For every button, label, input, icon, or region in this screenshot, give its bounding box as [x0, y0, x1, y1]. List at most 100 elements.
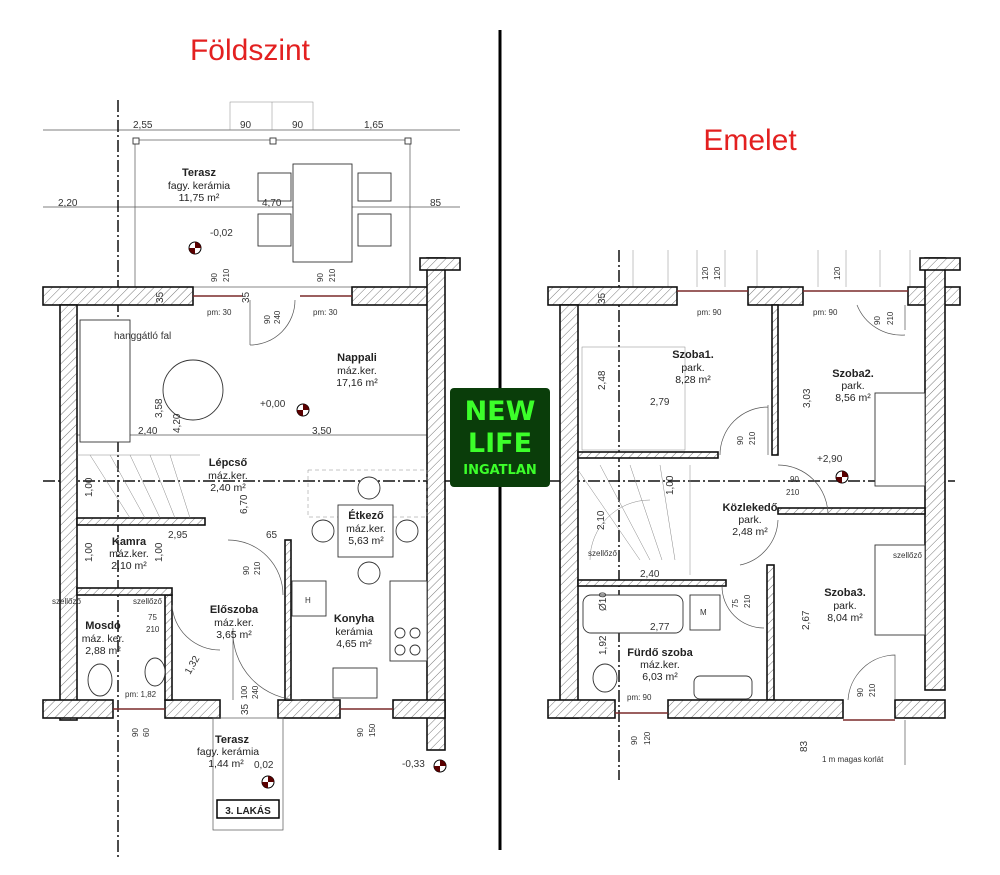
table [292, 163, 353, 263]
upper-floor-plan: M Szoba1. park. 8,28 m² Szoba2. park. 8,… [547, 250, 961, 780]
dimension: 2,95 [168, 530, 188, 541]
toilet [87, 663, 113, 697]
level-marker-icon [261, 775, 275, 789]
dimension: 90 [210, 273, 219, 282]
dimension: 210 [748, 431, 757, 445]
dimension: 100 [240, 685, 249, 699]
svg-text:LIFE: LIFE [468, 428, 532, 459]
level-label: 0,02 [254, 760, 274, 771]
dimension: 35 [597, 292, 608, 304]
svg-text:Szoba2.: Szoba2. [832, 368, 874, 380]
svg-text:Szoba3.: Szoba3. [824, 587, 866, 599]
dimension: 75 [731, 599, 740, 608]
note: pm: 90 [813, 308, 838, 317]
bathtub [582, 594, 684, 634]
dimension: 210 [786, 488, 800, 497]
dimension: 210 [253, 561, 262, 575]
note: hanggátló fal [114, 331, 171, 342]
dimension: 90 [240, 120, 252, 131]
fridge [291, 580, 327, 617]
dimension: 210 [328, 268, 337, 282]
dimension: 4,20 [172, 413, 183, 433]
dimension: 1,00 [665, 475, 676, 495]
dimension: 90 [242, 566, 251, 575]
dimension: 1,00 [84, 542, 95, 562]
note: pm: 90 [697, 308, 722, 317]
svg-text:Fürdő szoba: Fürdő szoba [627, 647, 693, 659]
dimension: 90 [356, 728, 365, 737]
terrace-outline [134, 139, 411, 288]
svg-text:fagy. kerámia: fagy. kerámia [168, 180, 230, 192]
dimension: 2,67 [801, 610, 812, 630]
room-label-terrace: Terasz fagy. kerámia 11,75 m² [168, 167, 230, 204]
svg-text:8,04 m²: 8,04 m² [827, 612, 863, 624]
chair [357, 172, 392, 202]
level-marker-icon [296, 403, 310, 417]
dimension: 35 [240, 703, 251, 715]
room-label-room3: Szoba3. park. 8,04 m² [824, 587, 866, 624]
dimension: 2,20 [58, 198, 78, 209]
dimension: 90 [856, 688, 865, 697]
level-label: +2,90 [817, 454, 843, 465]
svg-text:6,03 m²: 6,03 m² [642, 671, 678, 683]
svg-text:8,56 m²: 8,56 m² [835, 392, 871, 404]
ground-floor-plan: H 3. LAKÁS Terasz fagy. kerámia 11,75 m²… [42, 100, 955, 860]
dimension: 75 [148, 613, 157, 622]
svg-text:H: H [305, 596, 311, 605]
dimension: 1,00 [84, 477, 95, 497]
svg-text:Nappali: Nappali [337, 352, 377, 364]
apartment-label-box [216, 799, 280, 819]
dimension: 1,00 [154, 542, 165, 562]
dimension: 6,70 [239, 494, 250, 514]
svg-text:2,48 m²: 2,48 m² [732, 526, 768, 538]
room-label-room2: Szoba2. park. 8,56 m² [832, 368, 874, 404]
svg-text:máz.ker.: máz.ker. [109, 548, 149, 560]
dimension: 240 [251, 685, 260, 699]
dimension: 210 [886, 311, 895, 325]
room-label-living-room: Nappali máz.ker. 17,16 m² [336, 352, 378, 389]
sofa [79, 319, 131, 443]
sink [332, 667, 378, 699]
svg-text:Mosdó: Mosdó [85, 620, 121, 632]
svg-text:Előszoba: Előszoba [210, 604, 259, 616]
note: szellőző [893, 551, 922, 560]
svg-text:máz. ker.: máz. ker. [82, 633, 125, 645]
level-label: +0,00 [260, 399, 286, 410]
svg-text:M: M [700, 608, 707, 617]
svg-text:park.: park. [833, 600, 856, 612]
svg-text:8,28 m²: 8,28 m² [675, 374, 711, 386]
note: szellőző [588, 549, 617, 558]
double-sink [693, 675, 753, 700]
dimension: 85 [430, 198, 442, 209]
round-rug [162, 359, 224, 421]
room-label-hall: Előszoba máz.ker. 3,65 m² [210, 604, 259, 641]
chair [257, 172, 292, 202]
svg-text:3,65 m²: 3,65 m² [216, 629, 252, 641]
svg-text:Terasz: Terasz [182, 167, 217, 179]
svg-text:Lépcső: Lépcső [209, 457, 248, 469]
dimension: 90 [263, 315, 272, 324]
dimension: 2,48 [597, 370, 608, 390]
note: pm: 30 [313, 308, 338, 317]
svg-text:máz.ker.: máz.ker. [337, 365, 377, 377]
svg-text:1,44 m²: 1,44 m² [208, 758, 244, 770]
room-label-bathroom: Fürdő szoba máz.ker. 6,03 m² [627, 647, 693, 683]
svg-text:11,75 m²: 11,75 m² [179, 192, 220, 204]
ground-floor-title: Földszint [190, 34, 311, 67]
room-label-stairs: Lépcső máz.ker. 2,40 m² [208, 457, 248, 494]
svg-text:Közlekedő: Közlekedő [722, 502, 777, 514]
note: pm: 1,82 [125, 690, 157, 699]
bed [874, 544, 926, 636]
room-label-room1: Szoba1. park. 8,28 m² [672, 349, 714, 386]
dimension: 120 [713, 266, 722, 280]
note: szellőző [52, 597, 81, 606]
svg-text:máz.ker.: máz.ker. [346, 523, 386, 535]
room-label-corridor: Közlekedő park. 2,48 m² [722, 502, 777, 538]
svg-text:2,40 m²: 2,40 m² [210, 482, 246, 494]
note: Ø10 [598, 592, 609, 611]
svg-text:park.: park. [841, 380, 864, 392]
note: pm: 90 [627, 693, 652, 702]
dimension: 65 [266, 530, 278, 541]
dimension: 210 [222, 268, 231, 282]
dimension: 35 [155, 291, 166, 303]
